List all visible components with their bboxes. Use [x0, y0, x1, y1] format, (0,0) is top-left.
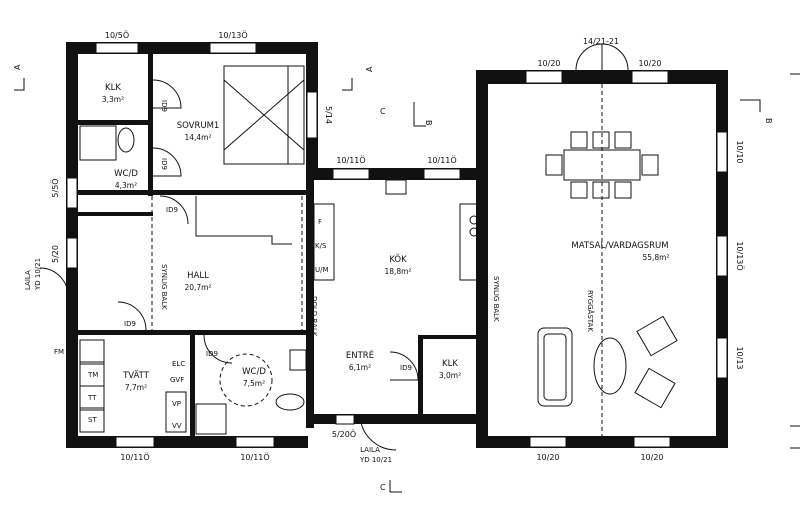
window-label: 10/11Ö: [120, 452, 149, 462]
window-label: 10/20: [537, 59, 560, 68]
label-st: ST: [88, 416, 97, 424]
door-label: ID9: [160, 158, 168, 170]
room-area-kok: 18,8m²: [384, 267, 411, 276]
room-name-sovrum: SOVRUM1: [177, 121, 220, 131]
section-marker-b: B: [424, 120, 433, 126]
label-tt: TT: [87, 394, 97, 402]
room-name-tvatt: TVÄTT: [122, 370, 150, 381]
window-labels: 10/5Ö 10/13Ö 5/14 10/11Ö 10/11Ö 14/21-21…: [50, 30, 745, 462]
room-name-klk2: KLK: [442, 359, 458, 369]
beam-lines: [151, 84, 603, 436]
label-elc: ELC: [172, 360, 185, 368]
room-name-matsal: MATSAL/VARDAGSRUM: [571, 241, 668, 251]
room-name-wc1: WC/D: [114, 169, 138, 179]
room-area-entre: 6,1m²: [349, 363, 371, 372]
door-labels: ID9 ID9 ID9 ID9 ID9 ID9 LAILA YD 10/21 L…: [24, 100, 412, 464]
ridge-label: RYGGÅSTAK: [586, 290, 595, 332]
room-area-tvatt: 7,7m²: [125, 383, 147, 392]
window-label: 10/20: [536, 453, 559, 462]
room-area-sovrum: 14,4m²: [184, 133, 211, 142]
section-marker-a: A: [13, 64, 22, 70]
label-vv: VV: [172, 422, 182, 430]
room-area-klk1: 3,3m²: [102, 95, 124, 104]
window-label: 5/14: [324, 106, 333, 124]
misc-labels: SYNLIG BALK DOLD BALK SYNLIG BALK RYGGÅS…: [54, 218, 595, 430]
room-labels: KLK 3,3m² SOVRUM1 14,4m² WC/D 4,3m² HALL…: [102, 83, 670, 392]
window-label: 10/11Ö: [240, 452, 269, 462]
room-name-klk1: KLK: [105, 83, 121, 93]
window-label: 10/11Ö: [427, 155, 456, 165]
window-label: 10/13: [735, 346, 744, 369]
label-ks: K/S: [315, 242, 327, 250]
door-label: ID9: [166, 206, 178, 214]
room-area-klk2: 3,0m²: [439, 371, 461, 380]
window-label: 14/21-21: [583, 37, 619, 46]
room-area-matsal: 55,8m²: [642, 253, 669, 262]
window-label: 5/5Ö: [50, 178, 60, 197]
window-label: 5/20Ö: [332, 429, 356, 439]
section-marker-b: B: [764, 118, 773, 124]
label-vp: VP: [172, 400, 181, 408]
window-label: 5/20: [51, 245, 60, 263]
label-gvf: GVF: [170, 376, 184, 384]
room-name-kok: KÖK: [389, 254, 407, 265]
beam-label: DOLD BALK: [310, 296, 318, 337]
door-label: ID9: [400, 364, 412, 372]
section-marker-a: A: [365, 66, 374, 72]
beam-label: SYNLIG BALK: [492, 276, 500, 322]
window-label: 10/20: [638, 59, 661, 68]
door-label: ID9: [160, 100, 168, 112]
room-area-wc1: 4,3m²: [115, 181, 137, 190]
interior-walls: [78, 54, 488, 436]
label-dm: DM: [474, 240, 482, 251]
room-area-hall: 20,7m²: [184, 283, 211, 292]
label-um: U/M: [315, 266, 329, 274]
window-label: 10/10: [735, 140, 744, 163]
room-area-wc2: 7,5m²: [243, 379, 265, 388]
door-label-laila: LAILA: [360, 446, 380, 454]
door-label-laila: LAILA: [24, 270, 32, 290]
window-label: 10/13Ö: [218, 30, 247, 40]
room-name-hall: HALL: [187, 271, 209, 281]
label-tm: TM: [87, 371, 98, 379]
door-label: ID9: [124, 320, 136, 328]
label-fm: FM: [54, 348, 64, 356]
windows: [66, 42, 728, 448]
doors: [39, 43, 629, 451]
door-label-laila-sub: YD 10/21: [359, 456, 392, 464]
door-label: ID9: [206, 350, 218, 358]
room-name-entre: ENTRÉ: [346, 349, 374, 361]
door-label-laila-sub: YD 10/21: [34, 258, 42, 291]
window-label: 10/13Ö: [735, 241, 745, 270]
label-f: F: [318, 218, 322, 226]
section-marker-c: C: [380, 483, 386, 492]
window-label: 10/20: [640, 453, 663, 462]
beam-label: SYNLIG BALK: [160, 264, 168, 310]
furniture: [79, 65, 678, 435]
section-marker-c: C: [380, 107, 386, 116]
window-label: 10/11Ö: [336, 155, 365, 165]
window-label: 10/5Ö: [105, 30, 129, 40]
room-name-wc2: WC/D: [242, 367, 266, 377]
section-markers: A A B B C C: [13, 64, 800, 493]
